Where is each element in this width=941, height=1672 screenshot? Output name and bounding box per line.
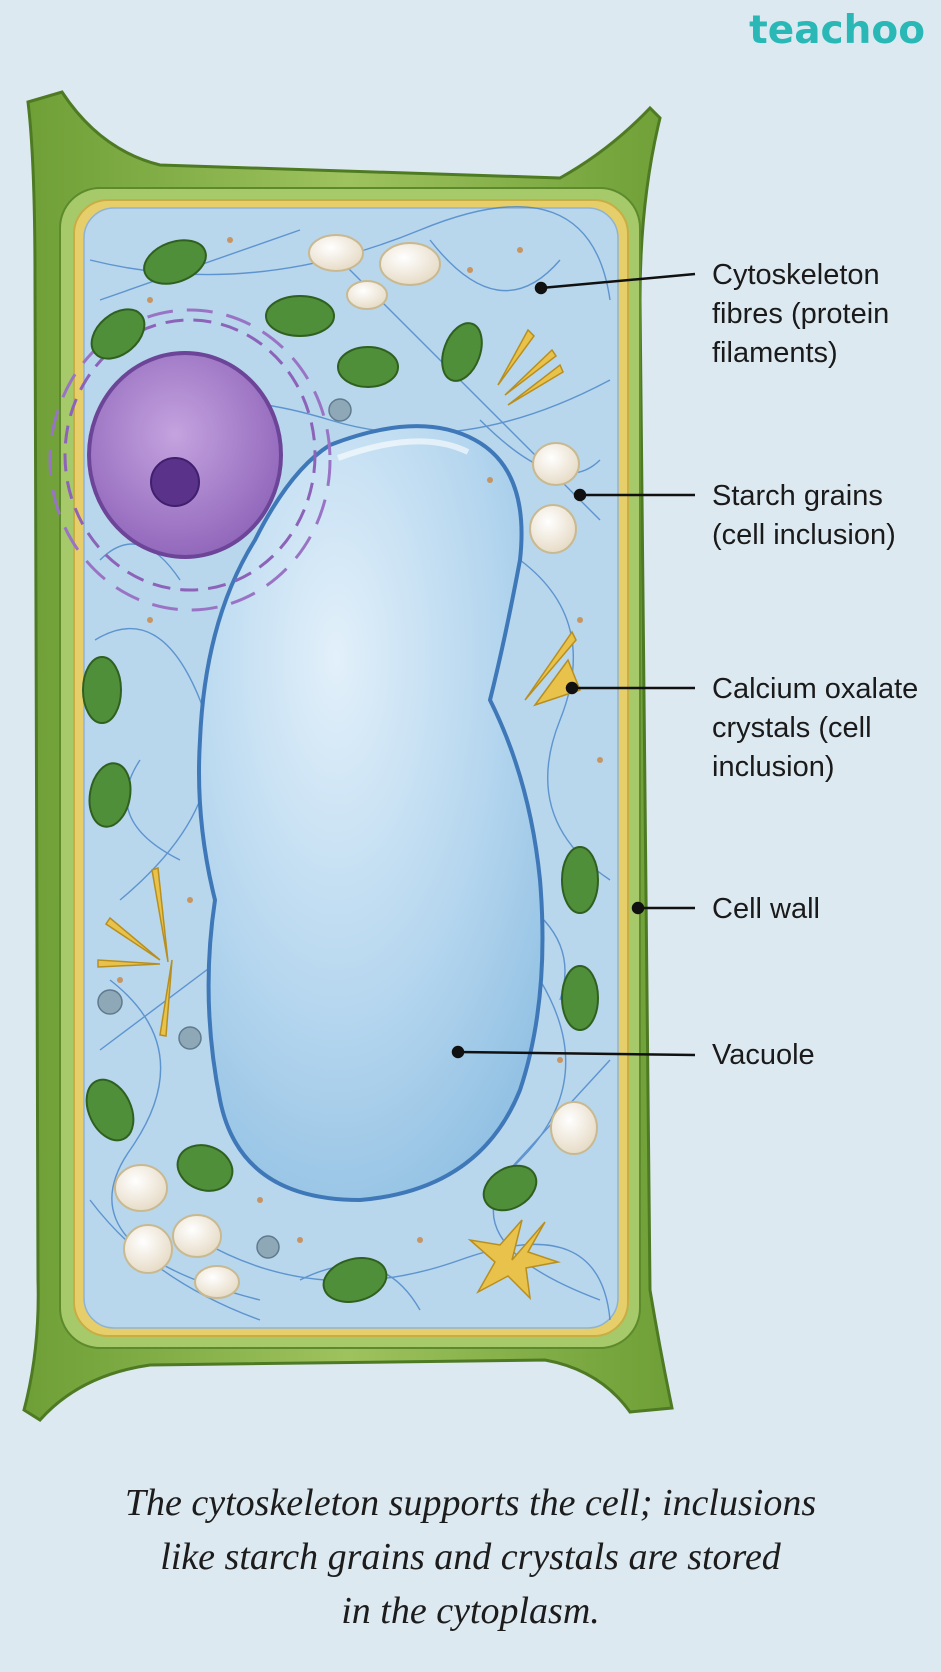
label-calcium-line3: inclusion) (712, 751, 835, 783)
label-starch-line1: Starch grains (712, 480, 883, 512)
label-calcium-line1: Calcium oxalate (712, 673, 919, 705)
chloroplasts (82, 239, 599, 1303)
label-cytoskeleton-line1: Cytoskeleton (712, 259, 880, 291)
label-leaders (451, 272, 696, 1059)
label-starch-line2: (cell inclusion) (712, 519, 896, 551)
calcium-oxalate-crystals (97, 328, 581, 1301)
caption: The cytoskeleton supports the cell; incl… (40, 1476, 901, 1638)
label-calcium-oxalate: Calcium oxalate crystals (cell inclusion… (712, 670, 937, 787)
caption-line2: like starch grains and crystals are stor… (160, 1536, 781, 1578)
nucleus (48, 308, 332, 612)
label-cytoskeleton-line2: fibres (protein (712, 298, 890, 330)
vacuole (197, 424, 545, 1203)
label-vacuole: Vacuole (712, 1039, 815, 1071)
vesicles (97, 398, 352, 1259)
label-cytoskeleton: Cytoskeleton fibres (protein filaments) (712, 256, 937, 373)
brand-logo: teachoo (749, 8, 925, 53)
label-cell-wall: Cell wall (712, 893, 820, 925)
starch-grains (114, 234, 598, 1299)
label-calcium-line2: crystals (cell (712, 712, 872, 744)
caption-line3: in the cytoplasm. (341, 1590, 600, 1632)
granules (117, 237, 603, 1243)
label-starch-grains: Starch grains (cell inclusion) (712, 477, 937, 555)
caption-line1: The cytoskeleton supports the cell; incl… (124, 1482, 817, 1524)
label-cytoskeleton-line3: filaments) (712, 337, 838, 369)
